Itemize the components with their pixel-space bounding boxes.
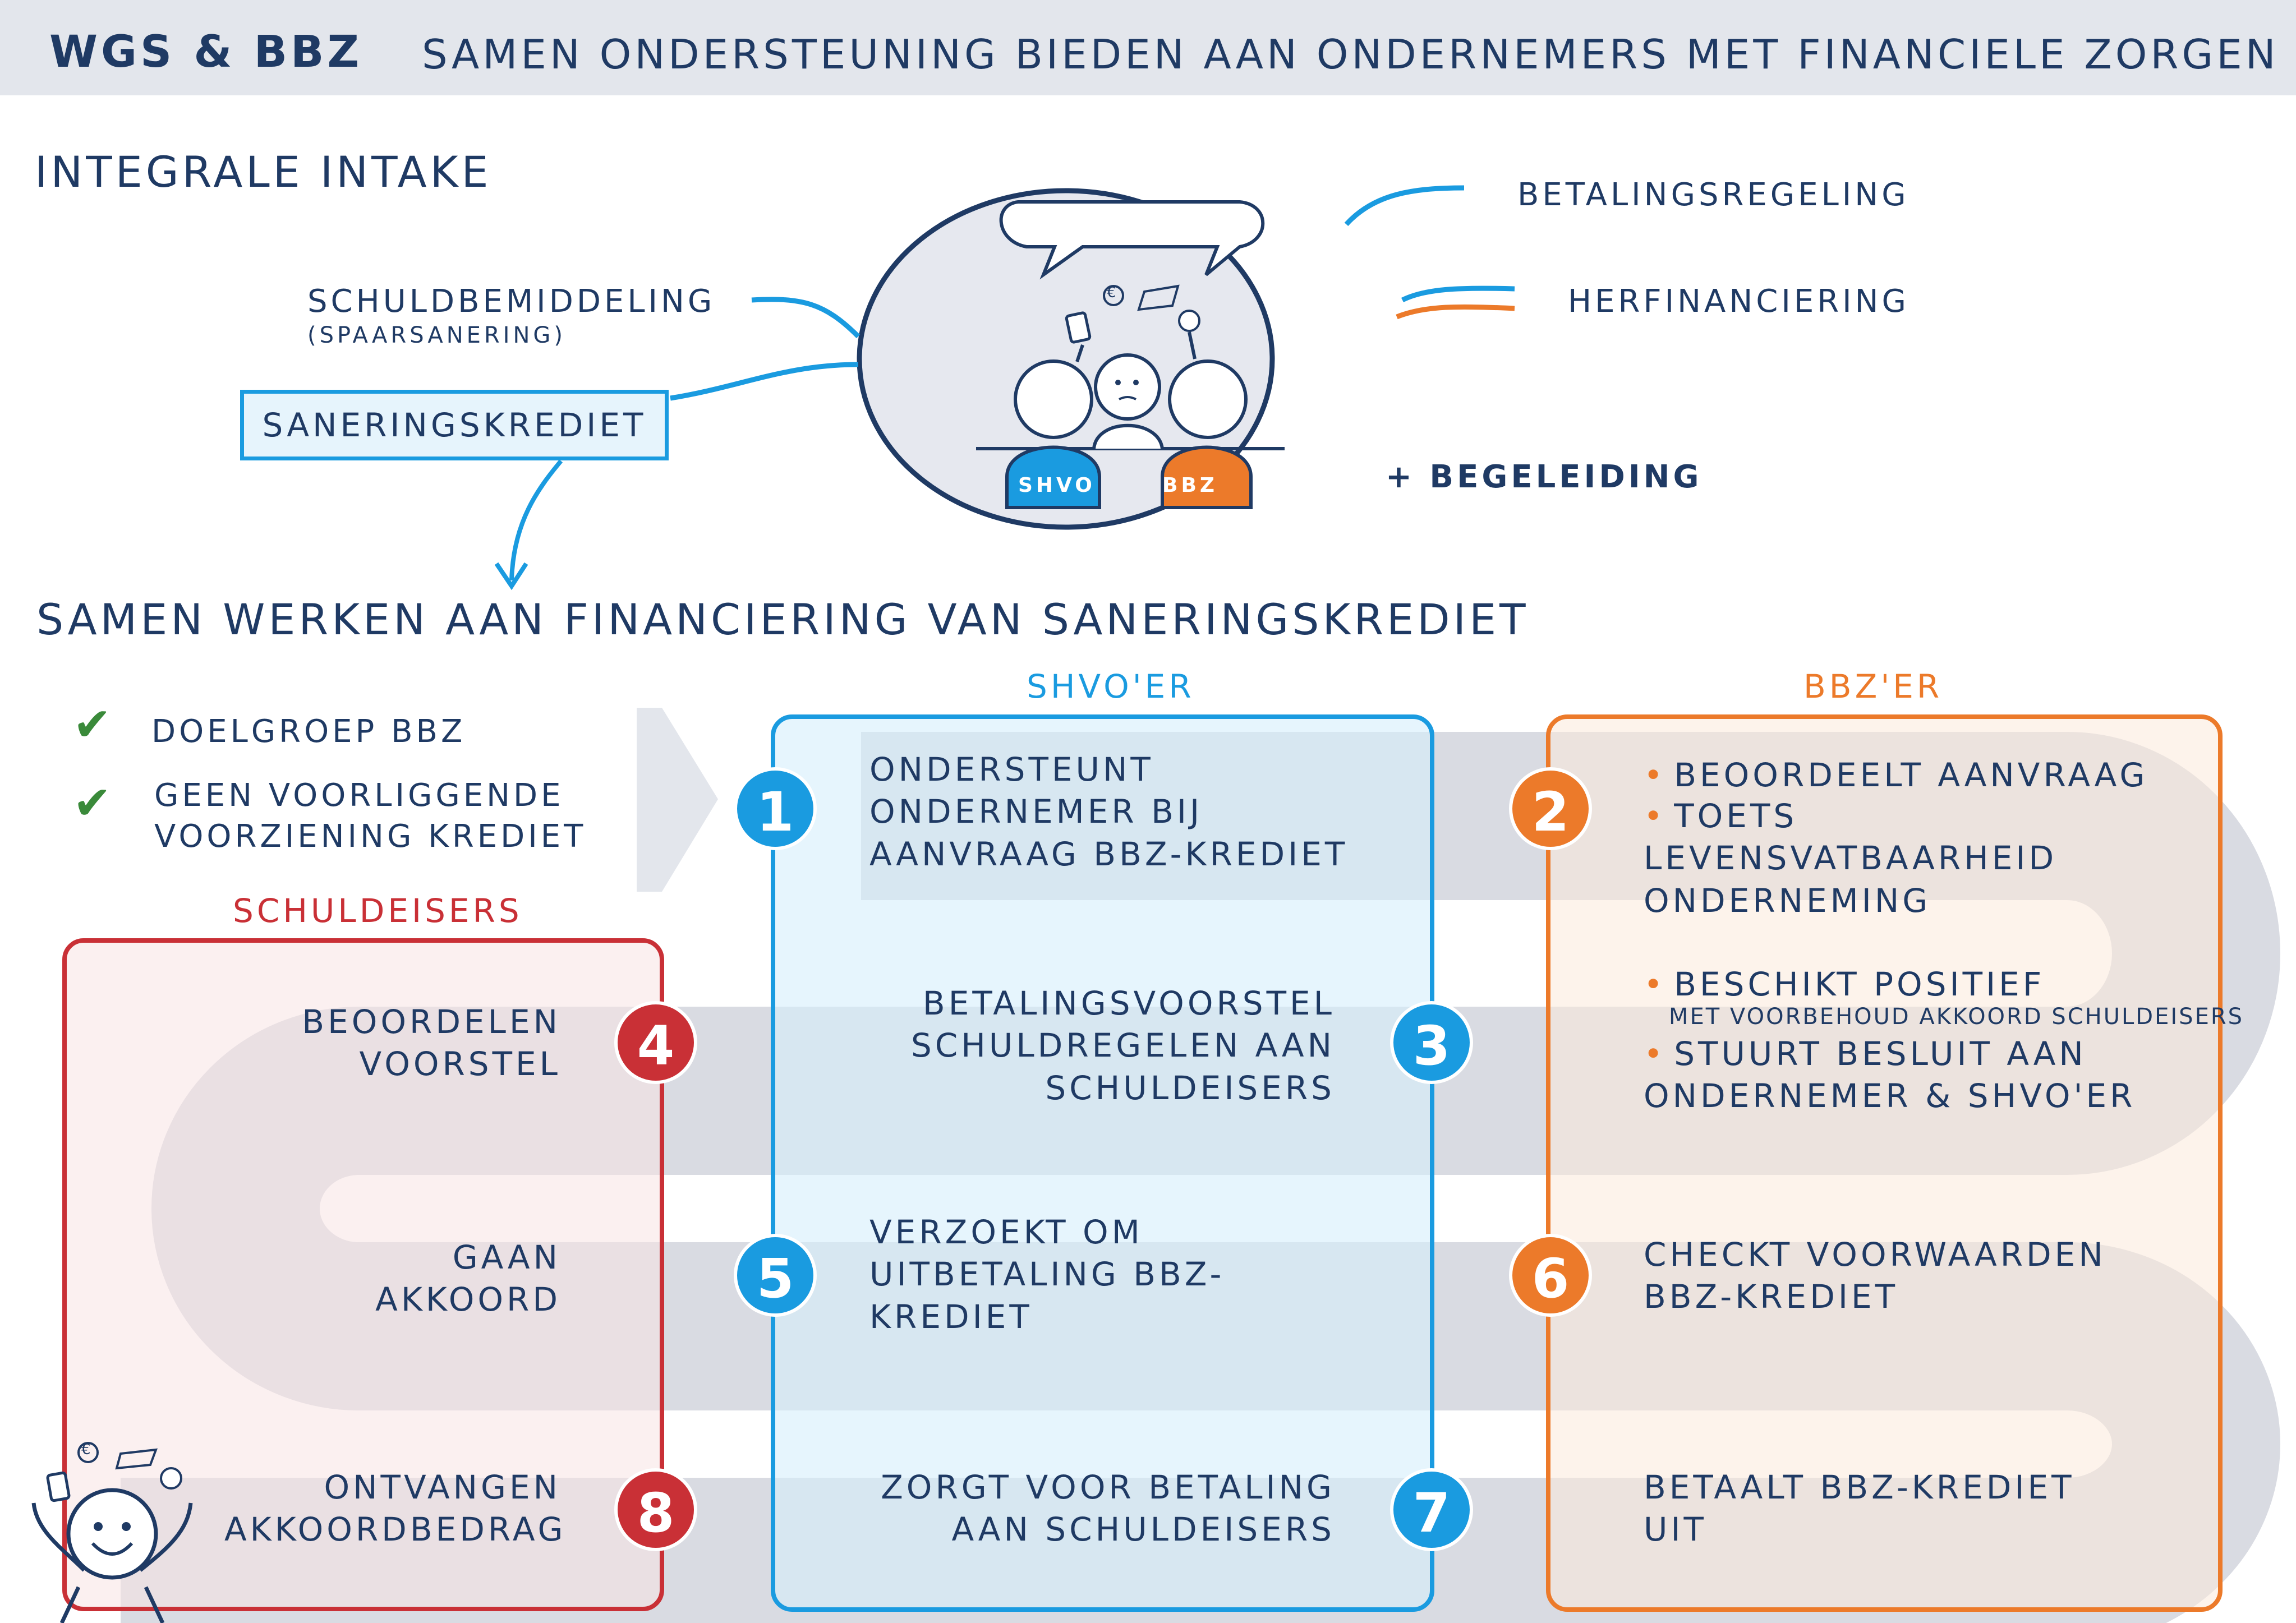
- column-title-shvoer: SHVO'ER: [1027, 667, 1195, 706]
- happy-person-head: [66, 1488, 158, 1580]
- step-number-4: 4: [614, 1001, 697, 1084]
- step-number-5: 5: [734, 1234, 817, 1317]
- column-shvoer: [771, 714, 1434, 1612]
- bbz-body: [1161, 445, 1253, 509]
- step-number-7: 7: [1390, 1468, 1473, 1551]
- bbz-head: [1168, 359, 1248, 439]
- column-title-bbzer: BBZ'ER: [1803, 667, 1943, 706]
- euro-icon: [1103, 285, 1124, 306]
- option-saneringskrediet: SANERINGSKREDIET: [240, 390, 669, 460]
- step-3-bullet-2: STUURT BESLUIT AAN ONDERNEMER & SHVO'ER: [1644, 1033, 2205, 1118]
- clock-icon: [1178, 310, 1200, 332]
- step-7-text: ZORGT VOOR BETALING AAN SCHULDEISERS: [881, 1468, 1335, 1549]
- phone-icon-2: [46, 1471, 71, 1502]
- speech-bubble-icon: [999, 200, 1265, 280]
- step-6-text: CHECKT VOORWAARDEN BBZ-KREDIET: [1644, 1235, 2106, 1316]
- connector-herfinanciering-orange: [1396, 304, 1515, 320]
- column-title-schuldeisers: SCHULDEISERS: [233, 892, 523, 930]
- step-3-text: BETALINGSVOORSTEL SCHULDREGELEN AAN SCHU…: [910, 984, 1335, 1107]
- option-begeleiding: + BEGELEIDING: [1386, 459, 1703, 495]
- step-8-text: ONTVANGEN AKKOORDBEDRAG: [224, 1468, 567, 1549]
- step-1-text: ONDERSTEUNT ONDERNEMER BIJ AANVRAAG BBZ-…: [869, 750, 1349, 873]
- step-number-1: 1: [734, 767, 817, 850]
- step-number-6: 6: [1509, 1234, 1592, 1317]
- shvo-body: [1005, 445, 1101, 509]
- euro-symbol: €: [1107, 284, 1116, 301]
- intake-circle: [857, 188, 1275, 530]
- shvo-label: SHVO: [1018, 474, 1096, 497]
- section-heading-financiering: SAMEN WERKEN AAN FINANCIERING VAN SANERI…: [36, 594, 1529, 644]
- checkmark-icon: ✔: [73, 777, 112, 830]
- ondernemer-body: [1092, 423, 1164, 449]
- criterion-geen-voorziening: GEEN VOORLIGGENDE VOORZIENING KREDIET: [154, 777, 587, 855]
- step-5-text: VERZOEKT OM UITBETALING BBZ-KREDIET: [869, 1213, 1225, 1336]
- step-3-note: MET VOORBEHOUD AKKOORD SCHULDEISERS: [1669, 1004, 2244, 1030]
- option-schuldbemiddeling: SCHULDBEMIDDELING: [307, 283, 716, 320]
- shvo-head: [1014, 359, 1093, 439]
- option-herfinanciering: HERFINANCIERING: [1568, 283, 1910, 320]
- step-2-bullet-1: BEOORDEELT AANVRAAG: [1644, 754, 2216, 796]
- checkmark-icon: ✔: [73, 698, 112, 751]
- column-schuldeisers: [62, 938, 664, 1611]
- column-bbzer: [1546, 714, 2223, 1612]
- step-number-2: 2: [1509, 767, 1592, 850]
- connector-saneringskrediet: [670, 362, 859, 401]
- chevron-arrow-icon: [637, 708, 718, 892]
- step-2-bullet-2: TOETS LEVENSVATBAARHEID ONDERNEMING: [1644, 795, 2216, 922]
- section-heading-intake: INTEGRALE INTAKE: [35, 147, 492, 197]
- page-title: WGS & BBZ: [49, 27, 363, 77]
- connector-herfinanciering-blue: [1401, 285, 1515, 303]
- connector-schuldbemiddeling: [751, 297, 861, 339]
- phone-icon: [1065, 311, 1092, 344]
- step-number-8: 8: [614, 1468, 697, 1551]
- step-3-bullet-1: BESCHIKT POSITIEF: [1644, 963, 2216, 1006]
- page-subtitle: SAMEN ONDERSTEUNING BIEDEN AAN ONDERNEME…: [422, 31, 2279, 78]
- arrow-down-icon: [509, 459, 563, 581]
- option-schuldbemiddeling-note: (SPAARSANERING): [307, 322, 566, 348]
- step-8-right-text: BETAALT BBZ-KREDIET UIT: [1644, 1468, 2075, 1549]
- bbz-label: BBZ: [1162, 474, 1218, 497]
- criterion-doelgroep: DOELGROEP BBZ: [151, 713, 466, 750]
- ondernemer-head: [1094, 353, 1161, 421]
- step-number-3: 3: [1390, 1001, 1473, 1084]
- document-icon: [1137, 284, 1180, 311]
- step-5-left-text: GAAN AKKOORD: [375, 1238, 561, 1319]
- euro-symbol-2: €: [81, 1441, 91, 1458]
- euro-icon-2: [77, 1442, 99, 1463]
- option-betalingsregeling: BETALINGSREGELING: [1517, 177, 1910, 213]
- connector-betalingsregeling: [1344, 185, 1465, 227]
- step-4-text: BEOORDELEN VOORSTEL: [302, 1003, 561, 1083]
- document-icon-2: [115, 1448, 158, 1470]
- title-bar: [0, 0, 2296, 95]
- clock-icon-2: [160, 1467, 182, 1490]
